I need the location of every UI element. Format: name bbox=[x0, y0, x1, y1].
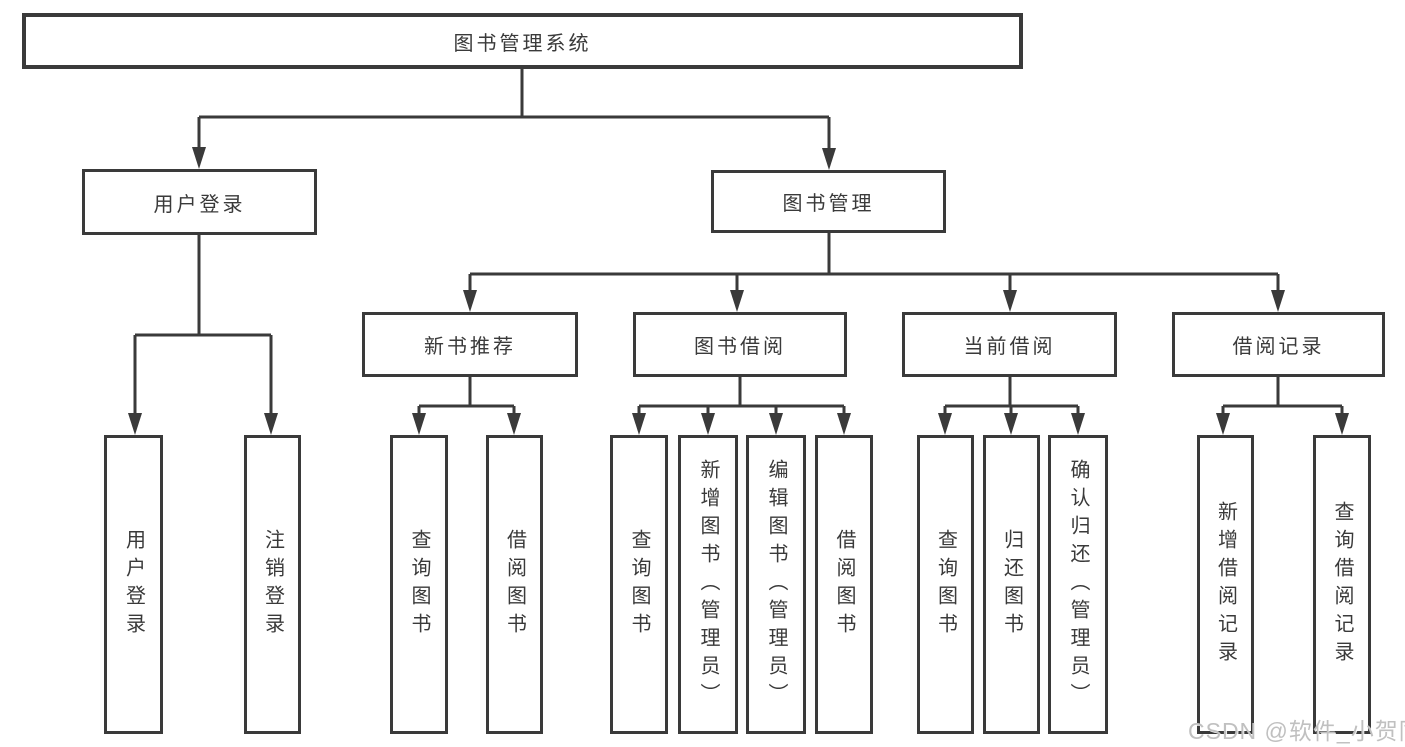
leaf-logout: 注销登录 bbox=[244, 435, 301, 734]
node-label: 查询图书 bbox=[628, 528, 650, 641]
edge-current-to-leaves bbox=[943, 377, 1080, 414]
node-label: 用户登录 bbox=[153, 193, 246, 216]
leaf-query-borrow-record: 查询借阅记录 bbox=[1313, 435, 1371, 734]
leaf-add-borrow-record: 新增借阅记录 bbox=[1197, 435, 1254, 734]
leaf-query-books-3: 查询图书 bbox=[917, 435, 974, 734]
node-book-borrowing: 图书借阅 bbox=[633, 312, 847, 377]
arrowheads bbox=[128, 147, 1349, 435]
node-label: 当前借阅 bbox=[963, 336, 1056, 358]
edge-records-to-leaves bbox=[1221, 377, 1344, 414]
edge-borrowing-to-leaves bbox=[637, 377, 846, 414]
node-label: 新书推荐 bbox=[424, 336, 516, 358]
node-label: 图书管理系统 bbox=[453, 32, 592, 55]
node-label: 借阅图书 bbox=[503, 528, 526, 641]
edge-newbooks-to-leaves bbox=[417, 377, 516, 414]
node-current-borrowing: 当前借阅 bbox=[902, 312, 1117, 377]
leaf-edit-books-admin: 编辑图书（管理员） bbox=[746, 435, 806, 734]
edge-root-to-level2 bbox=[197, 68, 831, 149]
leaf-user-login: 用户登录 bbox=[104, 435, 163, 734]
watermark: CSDN @软件_小贺同学 bbox=[1188, 718, 1405, 744]
node-borrowing-records: 借阅记录 bbox=[1172, 312, 1385, 377]
leaf-borrow-books-2: 借阅图书 bbox=[815, 435, 873, 734]
node-root: 图书管理系统 bbox=[22, 13, 1023, 69]
node-label: 查询图书 bbox=[934, 528, 957, 641]
node-label: 查询借阅记录 bbox=[1331, 500, 1353, 669]
node-label: 查询图书 bbox=[408, 528, 430, 641]
node-label: 归还图书 bbox=[1000, 528, 1023, 641]
node-new-book-recommend: 新书推荐 bbox=[362, 312, 578, 377]
node-label: 新增借阅记录 bbox=[1214, 500, 1237, 669]
node-user-login: 用户登录 bbox=[82, 169, 317, 235]
edge-bookmgmt-to-level3 bbox=[468, 233, 1280, 291]
node-label: 借阅记录 bbox=[1232, 336, 1325, 358]
node-book-management: 图书管理 bbox=[711, 170, 946, 233]
node-label: 确认归还（管理员） bbox=[1067, 458, 1089, 711]
leaf-return-books: 归还图书 bbox=[983, 435, 1040, 734]
edge-userlogin-to-leaves bbox=[133, 235, 273, 414]
node-label: 图书管理 bbox=[782, 193, 875, 215]
node-label: 注销登录 bbox=[261, 528, 284, 641]
leaf-query-books-2: 查询图书 bbox=[610, 435, 668, 734]
node-label: 编辑图书（管理员） bbox=[765, 458, 787, 711]
node-label: 借阅图书 bbox=[833, 528, 855, 641]
leaf-query-books-1: 查询图书 bbox=[390, 435, 448, 734]
leaf-confirm-return-admin: 确认归还（管理员） bbox=[1048, 435, 1108, 734]
node-label: 图书借阅 bbox=[694, 336, 786, 358]
node-label: 用户登录 bbox=[122, 528, 145, 641]
node-label: 新增图书（管理员） bbox=[697, 458, 719, 711]
leaf-borrow-books-1: 借阅图书 bbox=[486, 435, 543, 734]
leaf-add-books-admin: 新增图书（管理员） bbox=[678, 435, 738, 734]
